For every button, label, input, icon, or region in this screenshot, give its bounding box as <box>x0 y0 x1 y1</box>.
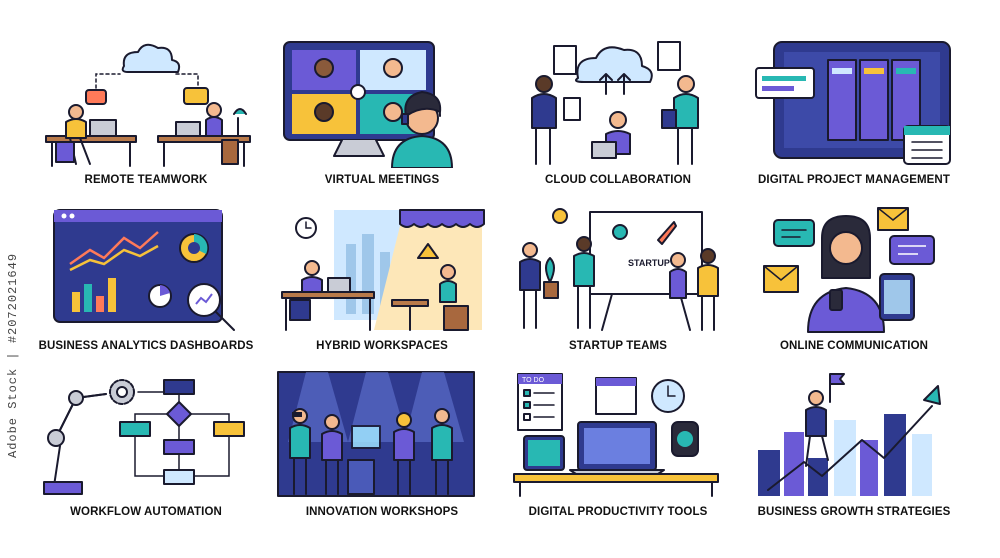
illustration-grid: REMOTE TEAMWORK VIRTUAL MEETINGS <box>28 36 972 536</box>
hybrid-workspace-illustration <box>281 209 485 331</box>
tile-label: DIGITAL PRODUCTIVITY TOOLS <box>528 506 708 518</box>
tile-label: BUSINESS GROWTH STRATEGIES <box>757 506 951 518</box>
tile-label: BUSINESS ANALYTICS DASHBOARDS <box>38 340 254 352</box>
tile-productivity-tools: TO DO DIGITAL PRODUCTIVITY TOOLS <box>500 368 736 534</box>
tile-analytics-dashboards: BUSINESS ANALYTICS DASHBOARDS <box>28 202 264 368</box>
tile-innovation-workshops: INNOVATION WORKSHOPS <box>264 368 500 534</box>
checklist-title: TO DO <box>522 377 545 384</box>
tile-label: CLOUD COLLABORATION <box>544 174 692 186</box>
tile-workflow-automation: WORKFLOW AUTOMATION <box>28 368 264 534</box>
tile-label: INNOVATION WORKSHOPS <box>305 506 459 518</box>
online-communication-illustration <box>763 207 935 333</box>
tile-label: DIGITAL PROJECT MANAGEMENT <box>758 174 950 186</box>
tile-label: HYBRID WORKSPACES <box>316 340 448 352</box>
tile-label: REMOTE TEAMWORK <box>84 174 208 186</box>
cloud-collaboration-illustration <box>531 41 699 165</box>
virtual-meetings-illustration <box>283 41 453 168</box>
remote-teamwork-illustration <box>45 43 251 167</box>
tile-startup-teams: STARTUP STARTUP TEAMS <box>500 202 736 368</box>
tile-virtual-meetings: VIRTUAL MEETINGS <box>264 36 500 202</box>
workflow-automation-illustration <box>43 379 245 495</box>
tile-cloud-collaboration: CLOUD COLLABORATION <box>500 36 736 202</box>
tile-online-communication: ONLINE COMMUNICATION <box>736 202 972 368</box>
tile-project-management: DIGITAL PROJECT MANAGEMENT <box>736 36 972 202</box>
growth-strategy-illustration <box>758 373 941 496</box>
tile-label: STARTUP TEAMS <box>569 340 667 352</box>
tile-label: WORKFLOW AUTOMATION <box>70 506 222 518</box>
tile-remote-teamwork: REMOTE TEAMWORK <box>28 36 264 202</box>
stock-watermark-id: Adobe Stock | #2072021649 <box>6 252 20 458</box>
startup-team-illustration: STARTUP <box>519 208 719 331</box>
startup-board-text: STARTUP <box>628 258 670 268</box>
tile-label: VIRTUAL MEETINGS <box>324 174 440 186</box>
tile-hybrid-workspaces: HYBRID WORKSPACES <box>264 202 500 368</box>
tile-label: ONLINE COMMUNICATION <box>779 340 929 352</box>
productivity-tools-illustration: TO DO <box>513 373 719 497</box>
project-management-illustration <box>755 41 951 165</box>
analytics-dashboard-illustration <box>53 209 235 331</box>
tile-growth-strategies: BUSINESS GROWTH STRATEGIES <box>736 368 972 534</box>
innovation-workshop-illustration <box>277 371 475 497</box>
